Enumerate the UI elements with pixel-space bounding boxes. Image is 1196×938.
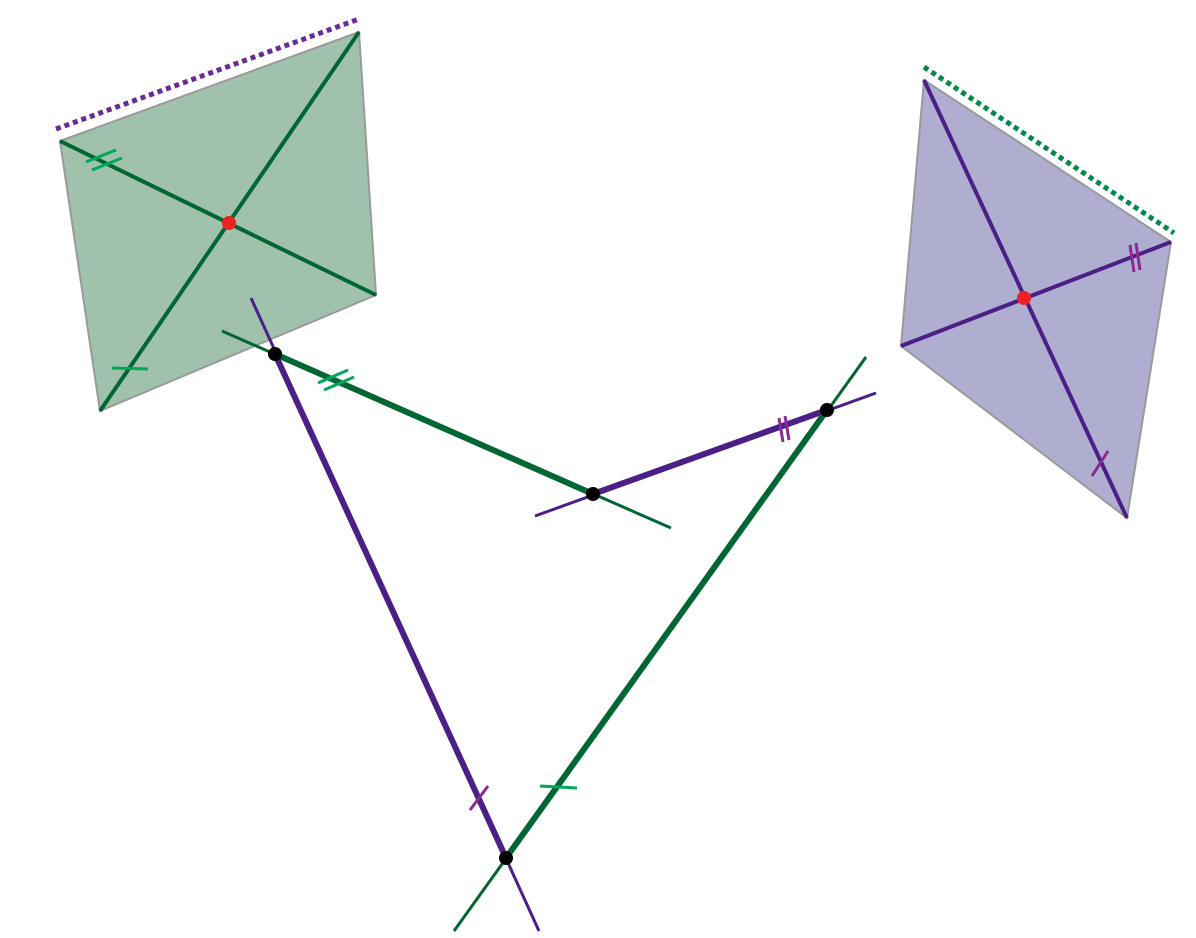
green-segment-single-tick: [539, 784, 578, 790]
purple-segment-single-tick: [468, 785, 490, 811]
purple-quad-diagonal-intersection: [1017, 291, 1031, 305]
green-quad-diagonal-1: [59, 139, 377, 297]
vertex-middle: [586, 487, 600, 501]
green-segment-right: [503, 408, 830, 860]
green-quad-double-tick: [85, 148, 123, 172]
green-quad-diagonal-intersection: [222, 216, 236, 230]
green-quadrilateral-group: [55, 16, 378, 413]
purple-quadrilateral: [899, 78, 1173, 520]
green-quad-single-tick: [111, 366, 149, 371]
construction-group: [221, 297, 877, 932]
purple-segment-double-tick: [777, 415, 791, 443]
green-segment-double-tick: [317, 368, 355, 392]
vertex-right: [820, 403, 834, 417]
vertex-bottom: [499, 851, 513, 865]
purple-segment-right: [591, 407, 829, 497]
purple-quad-single-tick: [1090, 450, 1110, 477]
purple-quadrilateral-group: [899, 64, 1176, 520]
vertex-top-left: [268, 347, 282, 361]
green-quadrilateral: [58, 30, 378, 413]
purple-quad-diagonal-2: [900, 240, 1172, 348]
purple-quad-double-tick: [1128, 242, 1142, 273]
green-segment-upper: [273, 351, 595, 497]
purple-segment-left: [272, 352, 509, 860]
